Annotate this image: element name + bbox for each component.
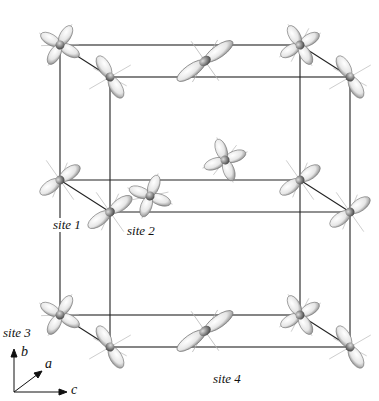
site-label: site 1 bbox=[52, 218, 82, 232]
orbitals bbox=[27, 12, 379, 380]
axis-label: c bbox=[70, 382, 78, 397]
unit-cell bbox=[60, 45, 350, 347]
axis-label: b bbox=[20, 344, 29, 359]
site-label: site 2 bbox=[126, 224, 156, 238]
site-label: site 4 bbox=[212, 372, 242, 386]
site-label: site 3 bbox=[2, 326, 32, 340]
axis-label: a bbox=[44, 356, 53, 371]
